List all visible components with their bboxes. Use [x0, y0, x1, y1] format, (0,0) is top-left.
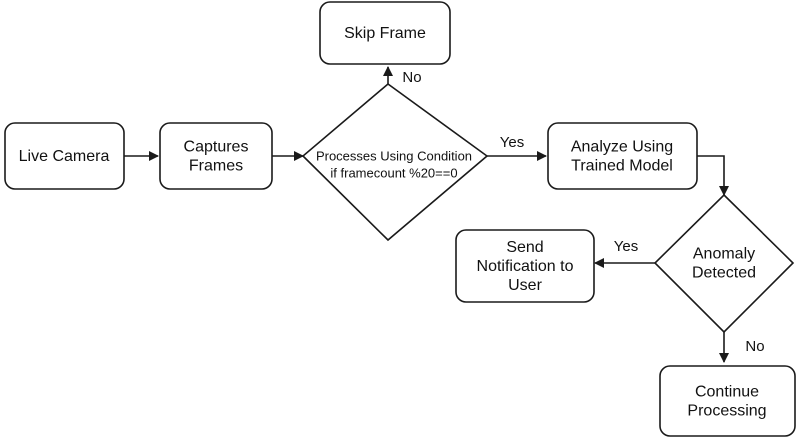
node-label-line: Live Camera: [19, 148, 110, 165]
edge-label-condition-no: No: [402, 69, 421, 86]
node-label-line: Trained Model: [571, 158, 673, 175]
node-label-line: Captures: [184, 139, 249, 156]
node-label: Processes Using Condition if framecount %…: [316, 149, 472, 181]
edge-label-condition-yes: Yes: [500, 134, 524, 151]
node-skip-frame: Skip Frame: [319, 1, 451, 65]
node-label-line: Analyze Using: [571, 139, 673, 156]
node-label-line: Detected: [692, 265, 756, 282]
node-label-line: Processing: [687, 403, 766, 420]
edge-label-anomaly-yes: Yes: [614, 238, 638, 255]
node-label-line: User: [508, 277, 542, 294]
node-label-line: Processes Using Condition: [316, 149, 472, 164]
node-live-camera: Live Camera: [4, 122, 125, 190]
edge-analyze-to-anomaly: [697, 155, 729, 196]
node-label: Live Camera: [19, 148, 110, 165]
node-label-line: Skip Frame: [344, 25, 426, 42]
node-label-line: Anomaly: [693, 246, 755, 263]
edge-label-anomaly-no: No: [745, 338, 764, 355]
node-label-line: Send: [506, 239, 543, 256]
node-condition-diamond: Processes Using Condition if framecount %…: [301, 82, 489, 242]
node-label-line: if framecount %20==0: [330, 166, 457, 181]
node-label: Skip Frame: [344, 25, 426, 42]
node-label-line: Notification to: [477, 258, 574, 275]
node-label-line: Continue: [695, 384, 759, 401]
node-label-line: Frames: [189, 158, 243, 175]
